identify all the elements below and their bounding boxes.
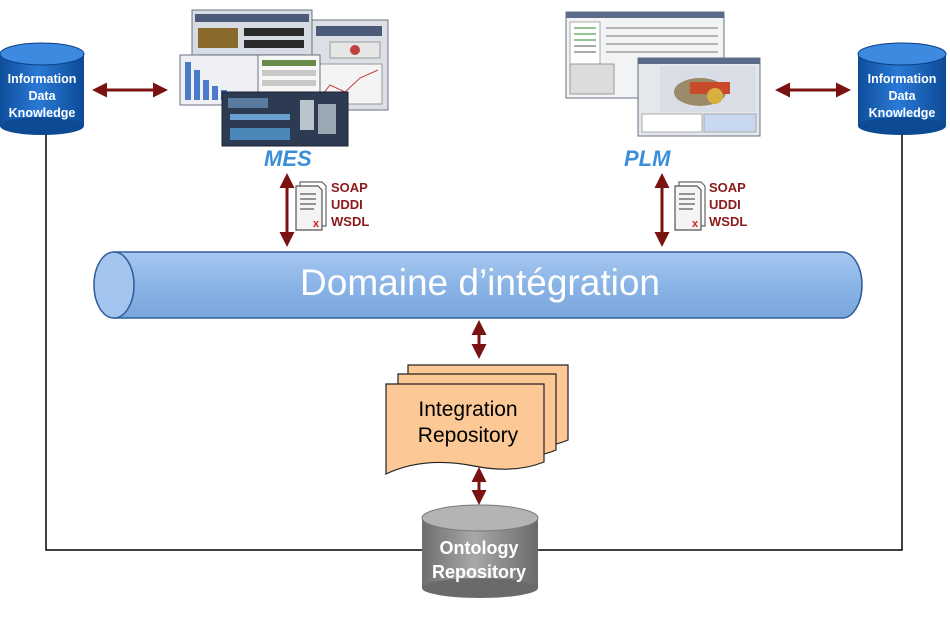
right-database-line-3: Knowledge <box>868 106 936 120</box>
integration-bus-label: Domaine d’intégration <box>300 262 660 303</box>
plm-protocol-wsdl: WSDL <box>709 214 748 229</box>
left-database-line-2: Data <box>28 89 56 103</box>
plm-label: PLM <box>624 146 671 171</box>
right-database-line-1: Information <box>867 72 937 86</box>
plm-screenshots <box>565 11 761 137</box>
plm-protocol-uddi: UDDI <box>709 197 741 212</box>
mes-screenshots <box>179 9 389 147</box>
integration-repository-line-2: Repository <box>417 424 519 447</box>
ontology-repository-cylinder <box>421 504 539 598</box>
right-database-label: Information Data Knowledge <box>858 71 946 122</box>
ontology-repository-label: Ontology Repository <box>416 536 542 584</box>
left-database-label: Information Data Knowledge <box>0 71 84 122</box>
integration-repository-label: Integration Repository <box>388 397 548 449</box>
ontology-repository-line-1: Ontology <box>439 538 519 558</box>
mes-protocol-soap: SOAP <box>331 180 368 195</box>
mes-protocols: SOAP UDDI WSDL <box>331 179 369 230</box>
connector-line <box>538 132 903 551</box>
plm-protocols: SOAP UDDI WSDL <box>709 179 747 230</box>
integration-repository-stack <box>385 364 569 475</box>
mes-protocol-wsdl: WSDL <box>331 214 370 229</box>
right-database-cylinder <box>857 42 947 135</box>
left-database-cylinder <box>0 42 85 135</box>
left-database-line-1: Information <box>7 72 77 86</box>
mes-label: MES <box>264 146 312 171</box>
left-database-line-3: Knowledge <box>8 106 76 120</box>
right-database-line-2: Data <box>888 89 916 103</box>
integration-repository-line-1: Integration <box>418 398 518 421</box>
svg-text:x: x <box>313 218 320 230</box>
svg-text:x: x <box>692 218 699 230</box>
connector-line <box>45 132 422 551</box>
mes-protocol-uddi: UDDI <box>331 197 363 212</box>
integration-bus-pipe <box>93 251 863 319</box>
mes-service-document-icon: x <box>295 181 327 231</box>
plm-protocol-soap: SOAP <box>709 180 746 195</box>
plm-service-document-icon: x <box>674 181 706 231</box>
ontology-repository-line-2: Repository <box>431 562 527 582</box>
